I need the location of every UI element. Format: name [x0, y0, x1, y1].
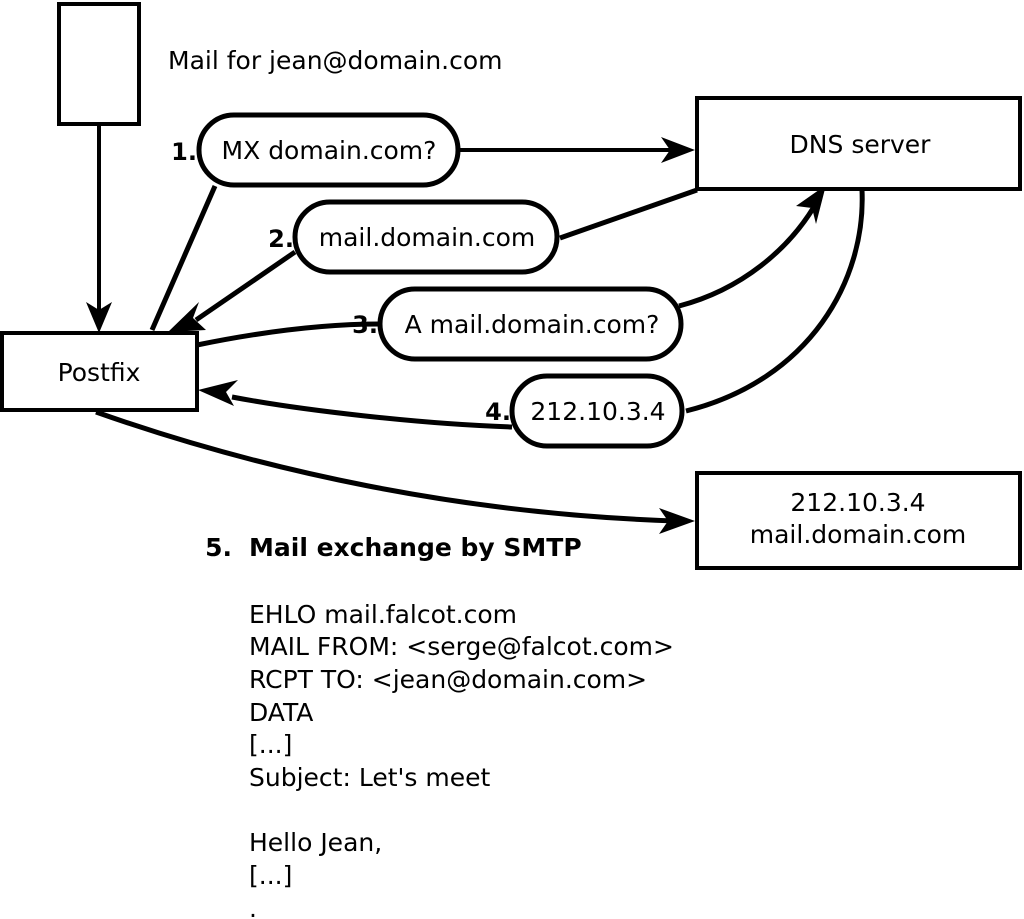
step-2-pill: mail.domain.com — [292, 199, 560, 275]
connector-step1-query-to-dns — [458, 137, 695, 163]
smtp-line-7: Hello Jean, — [249, 828, 382, 857]
node-sender-box — [57, 2, 141, 126]
smtp-line-8: [...] — [249, 861, 292, 890]
step-4-pill: 212.10.3.4 — [509, 373, 685, 449]
connector-step4-answer-to-postfix — [198, 380, 513, 430]
connector-step1-postfix-to-query — [149, 184, 218, 332]
connector-step5-postfix-to-target — [95, 409, 695, 534]
smtp-line-1: MAIL FROM: <serge@falcot.com> — [249, 632, 674, 661]
page-title: Mail for jean@domain.com — [168, 46, 503, 75]
smtp-line-10: . — [249, 894, 257, 919]
node-postfix: Postfix — [0, 331, 199, 412]
smtp-line-4: [...] — [249, 730, 292, 759]
step-2-label: mail.domain.com — [319, 223, 535, 252]
step-1-number: 1. — [171, 138, 197, 166]
connector-step2-answer-to-postfix — [168, 249, 297, 332]
connector-step3-postfix-to-query — [196, 321, 381, 348]
connector-step4-dns-to-answer — [685, 189, 865, 414]
step-3-label: A mail.domain.com? — [405, 310, 660, 339]
connector-sender-to-postfix — [86, 124, 112, 333]
step-4-number: 4. — [485, 398, 511, 426]
smtp-line-2: RCPT TO: <jean@domain.com> — [249, 665, 647, 694]
node-target-mailserver: 212.10.3.4 mail.domain.com — [695, 471, 1022, 570]
smtp-transcript: EHLO mail.falcot.com MAIL FROM: <serge@f… — [249, 600, 674, 919]
smtp-line-0: EHLO mail.falcot.com — [249, 600, 517, 629]
step-3-pill: A mail.domain.com? — [377, 286, 684, 362]
node-target-ip: 212.10.3.4 — [790, 488, 925, 517]
step-4-label: 212.10.3.4 — [530, 397, 665, 426]
smtp-line-5: Subject: Let's meet — [249, 763, 490, 792]
connector-step2-dns-to-answer — [559, 187, 698, 241]
smtp-line-3: DATA — [249, 698, 313, 727]
node-postfix-label: Postfix — [58, 358, 141, 387]
step-5-label: Mail exchange by SMTP — [249, 533, 582, 562]
node-dns-server-label: DNS server — [790, 130, 932, 159]
connector-step3-query-to-dns — [678, 185, 826, 309]
node-target-hostname: mail.domain.com — [750, 520, 966, 549]
step-2-number: 2. — [268, 225, 294, 253]
step-1-label: MX domain.com? — [222, 136, 437, 165]
step-5-number: 5. — [205, 533, 232, 562]
node-dns-server: DNS server — [695, 96, 1022, 191]
step-3-number: 3. — [352, 311, 378, 339]
step-1-pill: MX domain.com? — [196, 112, 461, 188]
